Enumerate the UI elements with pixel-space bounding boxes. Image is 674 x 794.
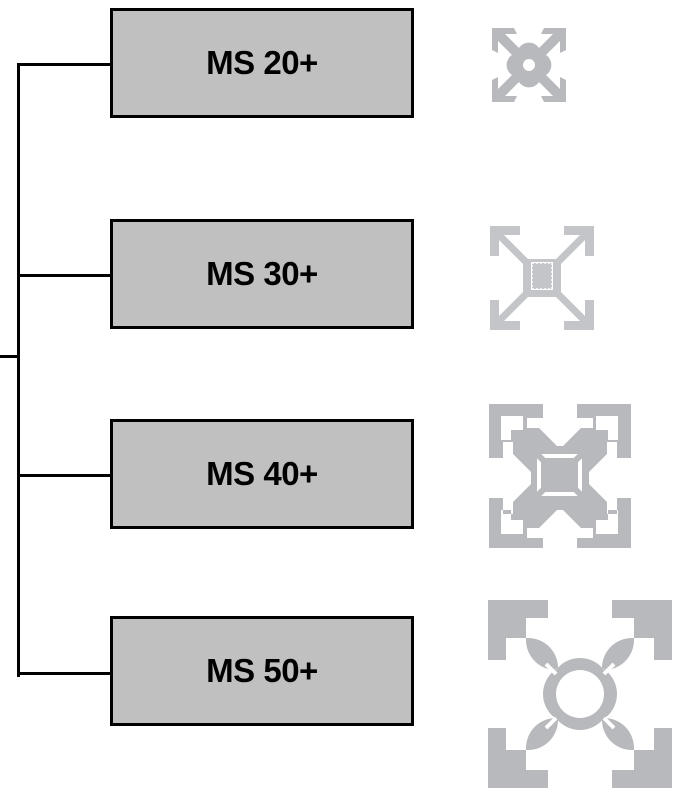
- trunk-connector: [0, 355, 18, 358]
- branch-ms30: [17, 274, 113, 277]
- series-label-ms40: MS 40+: [206, 455, 318, 492]
- branch-ms20: [17, 63, 113, 66]
- profile-40-icon: [489, 404, 631, 548]
- series-box-ms40: MS 40+: [110, 419, 414, 529]
- series-box-ms30: MS 30+: [110, 219, 414, 329]
- series-box-ms20: MS 20+: [110, 8, 414, 118]
- series-label-ms50: MS 50+: [206, 652, 318, 689]
- series-label-ms30: MS 30+: [206, 255, 318, 292]
- profile-20-icon: [492, 28, 566, 102]
- profile-30-icon: [490, 226, 594, 330]
- series-box-ms50: MS 50+: [110, 616, 414, 726]
- series-label-ms20: MS 20+: [206, 44, 318, 81]
- tree-spine: [17, 63, 20, 677]
- profile-50-icon: [488, 600, 672, 788]
- branch-ms40: [17, 474, 113, 477]
- branch-ms50: [17, 672, 113, 675]
